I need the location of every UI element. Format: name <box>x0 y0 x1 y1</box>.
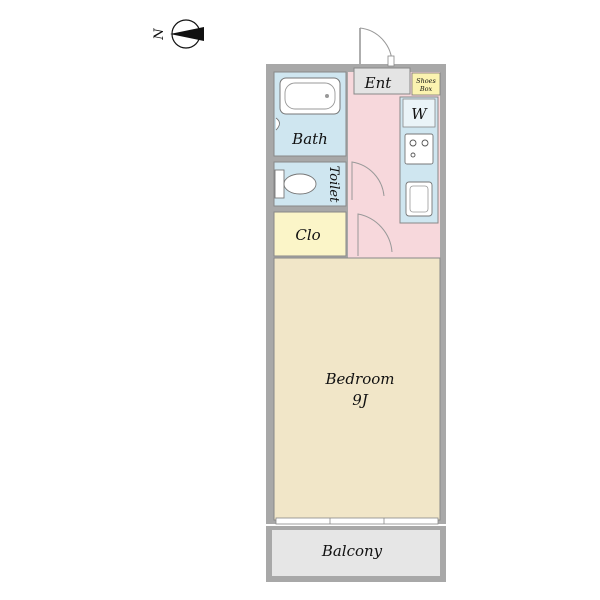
entrance-floor <box>353 67 411 95</box>
kitchen-sink <box>405 181 433 217</box>
bedroom-door <box>357 213 393 256</box>
balcony-label: Balcony <box>321 542 383 560</box>
drain-icon <box>325 94 329 98</box>
bathtub-inner <box>284 82 336 110</box>
compass-label: N <box>152 28 167 41</box>
sink-basin <box>409 185 429 213</box>
shoe-box <box>411 72 441 96</box>
bedroom-size-label: 9J <box>352 391 369 409</box>
compass: N <box>152 19 204 49</box>
bath-faucet-icon <box>275 117 280 131</box>
compass-needle <box>170 27 204 41</box>
toilet-bowl <box>283 173 317 195</box>
shoe-box-label-1: Shoes <box>416 77 436 85</box>
bath-label: Bath <box>291 130 328 148</box>
bedroom-floor <box>273 257 441 521</box>
front-door <box>359 27 395 67</box>
toilet-label: Toilet <box>326 166 341 203</box>
closet-floor <box>273 211 347 257</box>
closet-label: Clo <box>295 226 320 244</box>
balcony-floor <box>272 530 440 576</box>
toilet-tank <box>274 169 285 199</box>
burner-icon <box>410 152 416 158</box>
bedroom-label: Bedroom <box>325 370 395 388</box>
stove <box>404 133 434 165</box>
washer-space <box>402 98 436 128</box>
balcony-window <box>275 517 439 525</box>
entrance-label: Ent <box>364 74 393 92</box>
washer-label: W <box>411 105 428 123</box>
shoe-box-label-2: Box <box>419 85 433 93</box>
toilet-door <box>351 161 385 200</box>
burner-icon <box>421 139 429 147</box>
burner-icon <box>409 139 417 147</box>
bathtub <box>279 77 341 115</box>
